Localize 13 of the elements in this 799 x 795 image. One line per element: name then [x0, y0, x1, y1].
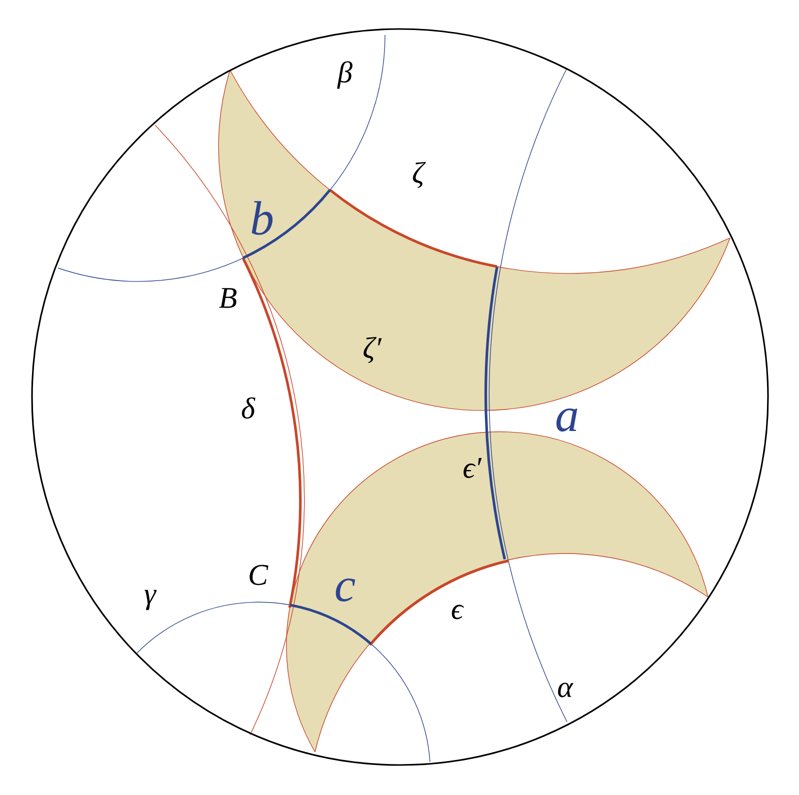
curve-label: β	[337, 61, 352, 89]
curve-label: ϵ′	[464, 458, 482, 478]
point-label: B	[219, 288, 237, 308]
curve-label: α	[558, 682, 574, 698]
curve-label: ζ	[412, 162, 426, 188]
point-label: C	[250, 564, 268, 586]
curve-label: a	[556, 408, 578, 432]
curve-label: b	[252, 201, 273, 235]
curve-label: ϵ	[452, 604, 464, 620]
curve-label: γ	[144, 590, 157, 610]
curve-label: ζ′	[364, 336, 382, 364]
curve-label: δ	[242, 397, 256, 419]
curve-label: c	[336, 578, 356, 602]
